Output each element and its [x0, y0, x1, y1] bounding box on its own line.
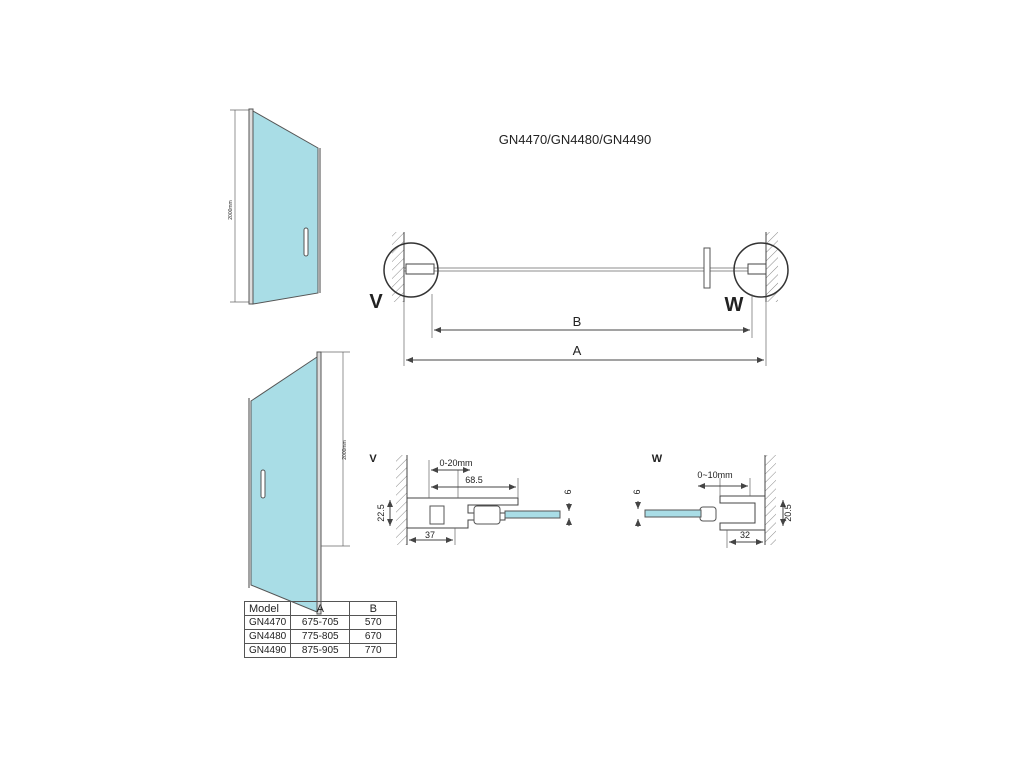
dimension-a: A — [573, 343, 582, 358]
door-handle-icon — [260, 469, 266, 499]
door-elevation-closed: 2000mm — [228, 108, 321, 305]
detail-w-depth: 32 — [740, 530, 750, 540]
detail-v: V 0-20mm 68.5 6 22.5 37 — [369, 453, 573, 545]
table-header-b: B — [349, 601, 398, 616]
detail-v-height: 22.5 — [376, 504, 386, 522]
detail-w-label: W — [652, 453, 663, 465]
plan-label-v: V — [369, 291, 383, 313]
table-cell-a: 775-805 — [290, 629, 351, 644]
dimension-b: B — [573, 314, 582, 329]
table-row: GN4470 675-705 570 — [243, 615, 398, 630]
table-cell-model: GN4480 — [243, 629, 292, 644]
svg-text:2000mm: 2000mm — [228, 200, 234, 219]
door-handle-icon — [303, 227, 309, 257]
detail-w-marker — [733, 242, 789, 298]
detail-v-label: V — [369, 453, 377, 465]
table-row: GN4480 775-805 670 — [243, 629, 398, 644]
detail-v-adjust: 0-20mm — [439, 458, 472, 468]
table-header-row: Model A B — [243, 601, 398, 616]
door-elevation-open: 2000mm — [248, 351, 350, 615]
table-header-a: A — [290, 601, 351, 616]
model-dimension-table: Model A B GN4470 675-705 570 GN4480 775-… — [243, 601, 398, 658]
table-header-model: Model — [243, 601, 292, 616]
detail-w-adjust: 0~10mm — [697, 470, 732, 480]
drawing-title: GN4470/GN4480/GN4490 — [499, 132, 651, 147]
detail-v-depth: 37 — [425, 530, 435, 540]
table-cell-b: 570 — [349, 615, 398, 630]
table-cell-a: 875-905 — [290, 643, 351, 658]
plan-view: V W B A — [369, 232, 789, 366]
table-cell-b: 770 — [349, 643, 398, 658]
svg-text:2000mm: 2000mm — [342, 440, 348, 459]
detail-v-marker — [383, 242, 439, 298]
detail-w-glass: 6 — [632, 489, 642, 494]
table-cell-model: GN4490 — [243, 643, 292, 658]
table-row: GN4490 875-905 770 — [243, 643, 398, 658]
detail-v-width: 68.5 — [465, 475, 483, 485]
detail-w: W 0~10mm 6 20.5 32 — [632, 453, 793, 548]
detail-w-height: 20.5 — [783, 504, 793, 522]
table-cell-a: 675-705 — [290, 615, 351, 630]
table-cell-b: 670 — [349, 629, 398, 644]
detail-v-glass: 6 — [563, 489, 573, 494]
plan-label-w: W — [725, 294, 744, 316]
table-cell-model: GN4470 — [243, 615, 292, 630]
